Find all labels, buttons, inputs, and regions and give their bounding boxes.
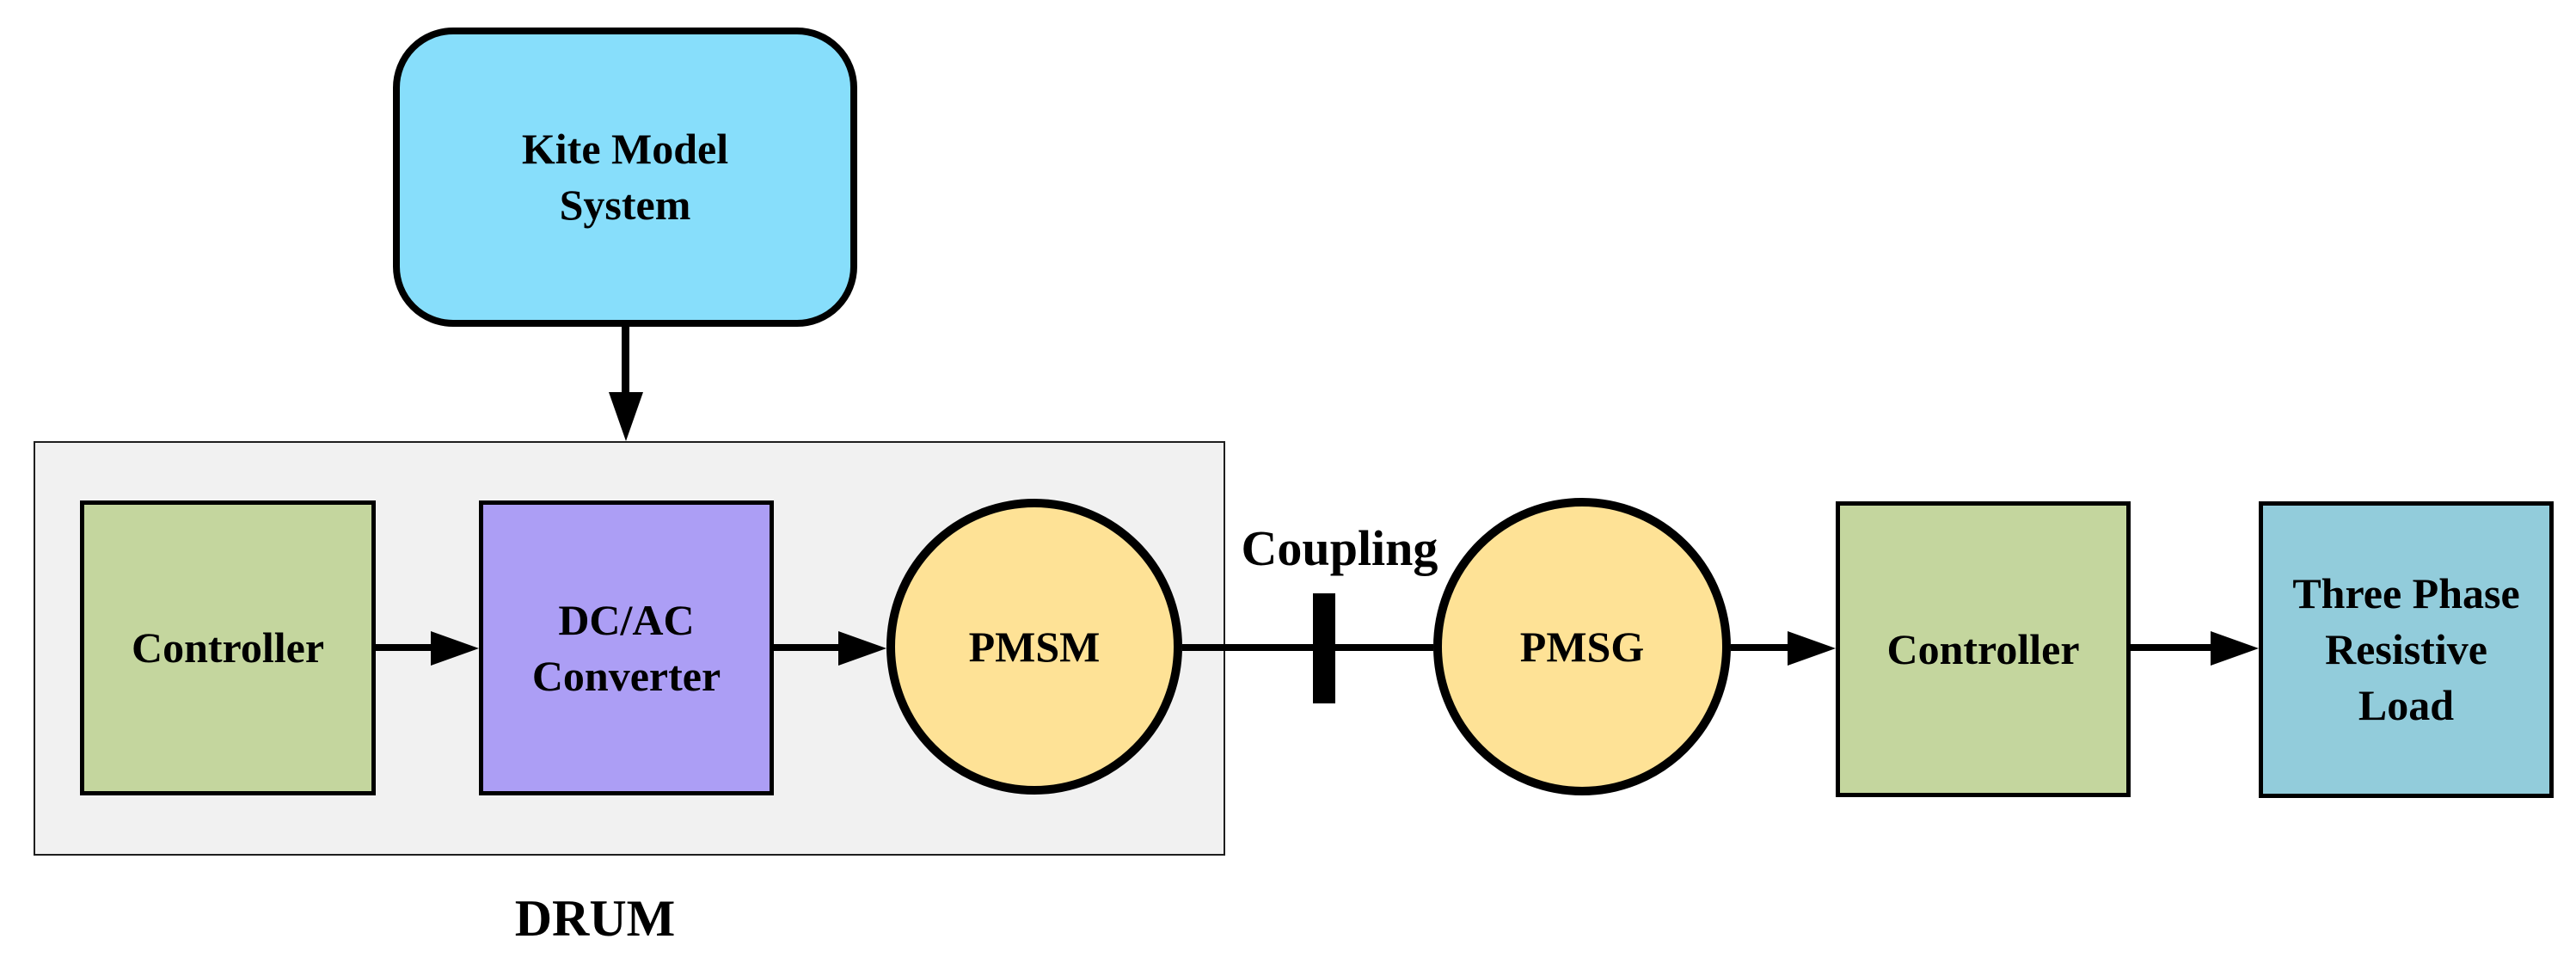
arrow-controller-to-load-head	[2211, 631, 2259, 666]
arrow-controller-to-load-stem	[2131, 644, 2214, 651]
kite-model-system-node: Kite Model System	[393, 28, 857, 327]
drum-label: DRUM	[514, 890, 676, 947]
three-phase-resistive-load-node: Three Phase Resistive Load	[2259, 501, 2554, 798]
arrow-pmsg-to-controller-head	[1788, 631, 1836, 666]
shaft-line	[1182, 644, 1433, 651]
coupling-label: Coupling	[1241, 520, 1438, 576]
arrow-kite-to-drum-head	[609, 392, 643, 441]
coupling-bar	[1313, 593, 1335, 703]
arrow-controller-to-converter-head	[431, 631, 479, 666]
arrow-controller-to-converter-stem	[376, 644, 434, 651]
pmsg-node: PMSG	[1433, 498, 1731, 795]
pmsm-node: PMSM	[886, 499, 1182, 795]
controller-left-node: Controller	[80, 500, 376, 795]
arrow-pmsg-to-controller-stem	[1731, 644, 1791, 651]
dcac-converter-node: DC/AC Converter	[479, 500, 774, 795]
arrow-kite-to-drum-stem	[622, 325, 629, 396]
arrow-converter-to-pmsm-head	[838, 631, 886, 666]
controller-right-node: Controller	[1836, 501, 2131, 797]
arrow-converter-to-pmsm-stem	[774, 644, 842, 651]
